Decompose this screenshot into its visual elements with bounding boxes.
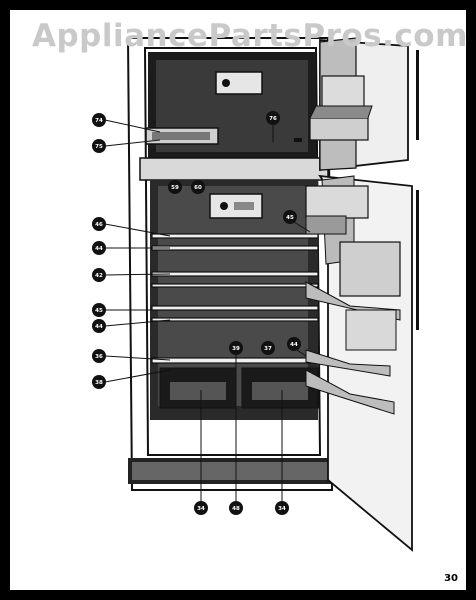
callout-44-lower: 44 (287, 337, 301, 351)
callout-34-right: 34 (275, 501, 289, 515)
callout-59: 59 (168, 180, 182, 194)
callout-60: 60 (191, 180, 205, 194)
callout-label: 34 (197, 506, 205, 512)
leader-line-45a (293, 221, 311, 233)
base-grille-slots (132, 462, 342, 480)
dairy-compartment-door (305, 215, 347, 235)
crisper-drawers (159, 367, 319, 409)
callout-label: 36 (95, 354, 103, 360)
callout-label: 76 (269, 116, 277, 122)
callout-label: 44 (290, 342, 298, 348)
callout-label: 44 (95, 246, 103, 252)
door-shelf-3 (305, 369, 395, 415)
freezer-door (309, 37, 409, 172)
callout-44-upper: 44 (92, 241, 106, 255)
callout-76: 76 (266, 111, 280, 125)
crisper-drawer-left-front (170, 382, 226, 400)
shelf-2 (151, 271, 319, 277)
callout-45-upper: 45 (283, 210, 297, 224)
callout-label: 45 (286, 215, 294, 221)
callout-label: 42 (95, 273, 103, 279)
freezer-door-bin-lid (309, 105, 373, 119)
shelf-3 (151, 305, 319, 311)
callout-label: 74 (95, 118, 103, 124)
freezer-door-bin-upper (321, 75, 365, 111)
callout-75: 75 (92, 139, 106, 153)
door-shelf-2 (305, 349, 391, 377)
shelf-1-frame (151, 245, 319, 251)
freezer-door-bin-lower (309, 117, 369, 141)
control-label-plate (234, 202, 254, 210)
ice-tray (152, 132, 210, 140)
crisper-drawer-right-front (252, 382, 308, 400)
callout-36: 36 (92, 349, 106, 363)
callout-label: 39 (232, 346, 240, 352)
freezer-compartment (145, 52, 316, 160)
leader-line-42 (104, 273, 171, 276)
callout-42: 42 (92, 268, 106, 282)
leader-line-46 (104, 223, 171, 237)
callout-label: 37 (264, 346, 272, 352)
callout-label: 44 (95, 324, 103, 330)
callout-48: 48 (229, 501, 243, 515)
callout-44-middle: 44 (92, 319, 106, 333)
cabinet-outline (126, 37, 334, 491)
callout-37: 37 (261, 341, 275, 355)
cabinet-inner-outline (143, 47, 322, 456)
leader-line-75 (104, 139, 161, 147)
callouts: 74 75 76 59 60 46 (92, 111, 301, 515)
freezer-thermostat (294, 138, 302, 142)
callout-label: 48 (232, 506, 240, 512)
egg-tray-panel (339, 241, 401, 297)
callout-74: 74 (92, 113, 106, 127)
leader-line-36 (104, 355, 171, 361)
leader-lines (104, 119, 311, 502)
shelf-3-frame (151, 317, 319, 322)
callout-34-left: 34 (194, 501, 208, 515)
fresh-food-door (305, 174, 413, 552)
callout-label: 60 (194, 185, 202, 191)
callout-46: 46 (92, 217, 106, 231)
callout-39: 39 (229, 341, 243, 355)
leader-line-44b (104, 319, 171, 327)
divider-mullion (139, 157, 329, 181)
shelf-1 (151, 233, 319, 239)
callout-label: 46 (95, 222, 103, 228)
shelf-2-frame (151, 283, 319, 288)
callout-label: 38 (95, 380, 103, 386)
refrigerator-exploded-diagram: 74 75 76 59 60 46 (92, 37, 419, 552)
door-panel-lower (345, 309, 397, 351)
callout-label: 34 (278, 506, 286, 512)
hinge-mark-bottom (416, 190, 419, 330)
dairy-compartment (305, 185, 369, 219)
page-number: 30 (444, 573, 458, 584)
crisper-cover (151, 357, 319, 364)
callout-label: 75 (95, 144, 103, 150)
cabinet-shell (126, 37, 334, 491)
freezer-light-cover (215, 71, 263, 95)
callout-label: 45 (95, 308, 103, 314)
freezer-light-bulb (222, 79, 230, 87)
parts-diagram-sheet: 74 75 76 59 60 46 (10, 10, 466, 590)
leader-line-38 (104, 369, 171, 383)
callout-label: 59 (171, 185, 179, 191)
hinge-mark-top (416, 50, 419, 140)
leader-line-74 (104, 119, 161, 133)
watermark: AppliancePartsPros.com (32, 18, 466, 54)
callout-45-lower: 45 (92, 303, 106, 317)
callout-38: 38 (92, 375, 106, 389)
temperature-dial (220, 202, 228, 210)
